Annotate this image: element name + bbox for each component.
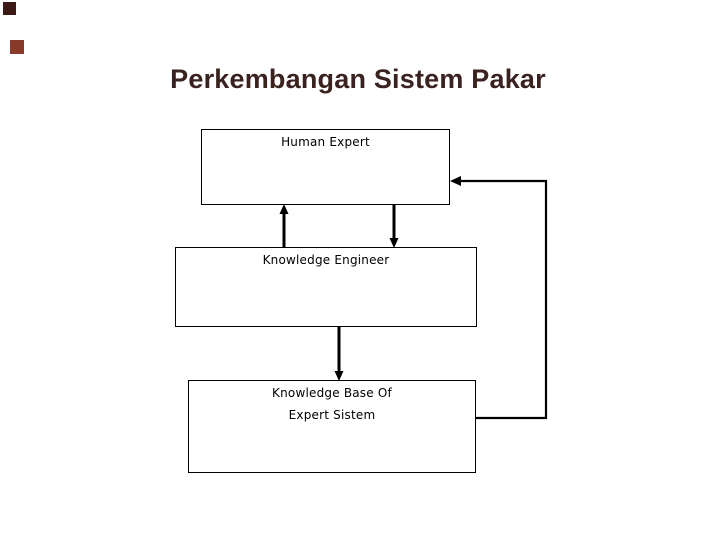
feedback-loop-arrow xyxy=(450,176,548,420)
deco-square-top xyxy=(3,2,16,15)
arrow-engineer-to-knowledgebase xyxy=(334,327,344,381)
deco-square-bottom xyxy=(10,40,24,54)
box-knowledge-base-label-line1: Knowledge Base Of xyxy=(272,386,392,400)
box-human-expert: Human Expert xyxy=(201,129,450,205)
box-human-expert-label: Human Expert xyxy=(281,135,370,149)
arrow-engineer-to-expert xyxy=(279,204,289,248)
slide-title: Perkembangan Sistem Pakar xyxy=(170,64,546,94)
arrow-expert-to-engineer xyxy=(389,205,399,248)
box-knowledge-engineer-label: Knowledge Engineer xyxy=(262,253,390,267)
box-knowledge-base: Knowledge Base Of Expert Sistem xyxy=(188,380,476,473)
box-knowledge-engineer: Knowledge Engineer xyxy=(175,247,477,327)
box-knowledge-base-label-line2: Expert Sistem xyxy=(288,408,376,422)
